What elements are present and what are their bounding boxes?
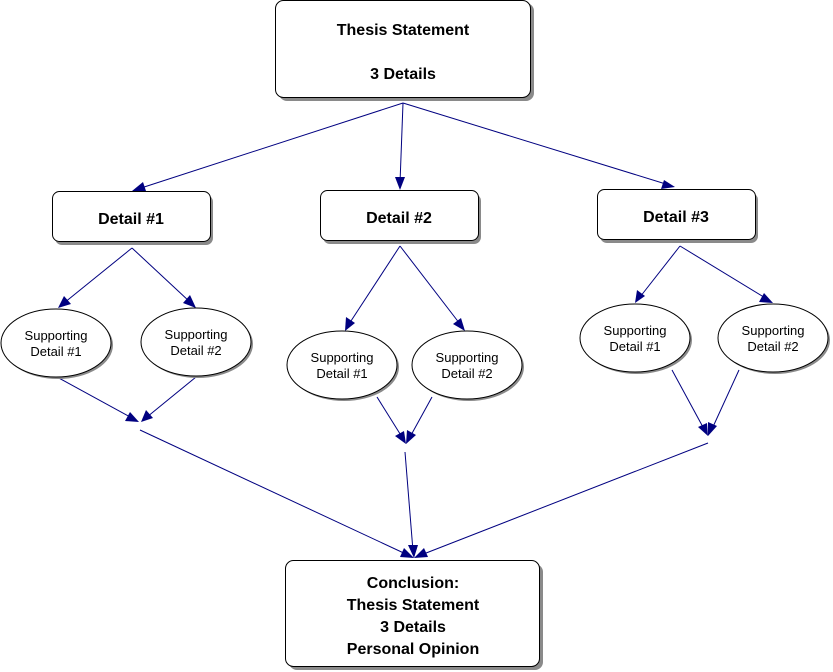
edge-d3-support-2-merge [708,369,740,436]
edge-thesis-to-detail-1 [132,102,404,191]
detail-2-supporting-2-node: Supporting Detail #2 [411,330,524,401]
edge-detail-2-to-support-2 [399,245,465,331]
thesis-subtitle: 3 Details [370,66,436,83]
edge-d1-support-2-merge [141,376,197,422]
detail-2-label: Detail #2 [366,210,432,227]
conclusion-node: Conclusion: Thesis Statement 3 Details P… [285,560,543,670]
detail-2-supporting-2-line2: Detail #2 [441,366,492,381]
edge-d2-support-2-merge [406,396,433,444]
detail-1-supporting-2-line1: Supporting [165,327,228,342]
detail-1-supporting-2-node: Supporting Detail #2 [140,307,253,378]
conclusion-line-1: Conclusion: [367,575,459,592]
detail-1-label: Detail #1 [98,211,164,228]
detail-3-supporting-2-line1: Supporting [742,323,805,338]
detail-2-supporting-1-line1: Supporting [311,350,374,365]
thesis-title: Thesis Statement [337,22,470,39]
detail-2-supporting-2-line1: Supporting [436,350,499,365]
detail-3-label: Detail #3 [643,209,709,226]
edge-d3-support-1-merge [671,369,708,436]
edge-detail-2-to-support-1 [345,245,401,331]
detail-3-supporting-2-node: Supporting Detail #2 [717,303,830,374]
edge-detail-3-to-support-2 [679,245,773,303]
edge-detail-2-branch-to-conclusion [404,451,418,558]
detail-3-supporting-1-line1: Supporting [604,323,667,338]
detail-1-supporting-1-node: Supporting Detail #1 [0,308,113,379]
detail-3-supporting-2-line2: Detail #2 [747,339,798,354]
edge-detail-3-to-support-1 [635,245,681,303]
detail-2-supporting-1-node: Supporting Detail #1 [286,330,399,401]
detail-1-supporting-1-line2: Detail #1 [30,344,81,359]
detail-2-node: Detail #2 [320,190,481,244]
edge-d1-support-1-merge [56,376,139,422]
detail-3-node: Detail #3 [597,189,758,243]
edge-detail-1-branch-to-conclusion [139,429,414,558]
edge-detail-1-to-support-2 [131,247,196,308]
edge-detail-1-to-support-1 [58,247,133,308]
thesis-node: Thesis Statement 3 Details [275,0,534,101]
conclusion-line-2: Thesis Statement [347,597,480,614]
detail-1-supporting-1-line1: Supporting [25,328,88,343]
edge-d2-support-1-merge [376,396,406,444]
detail-2-supporting-1-line2: Detail #1 [316,366,367,381]
detail-3-supporting-1-line2: Detail #1 [609,339,660,354]
detail-1-supporting-2-line2: Detail #2 [170,343,221,358]
conclusion-line-3: 3 Details [380,619,446,636]
conclusion-line-4: Personal Opinion [347,641,479,658]
detail-3-supporting-1-node: Supporting Detail #1 [579,303,692,374]
edges [56,102,773,558]
edge-thesis-to-detail-3 [402,102,675,189]
edge-detail-3-branch-to-conclusion [414,442,709,558]
edge-thesis-to-detail-2 [395,102,405,190]
detail-1-node: Detail #1 [52,191,213,245]
